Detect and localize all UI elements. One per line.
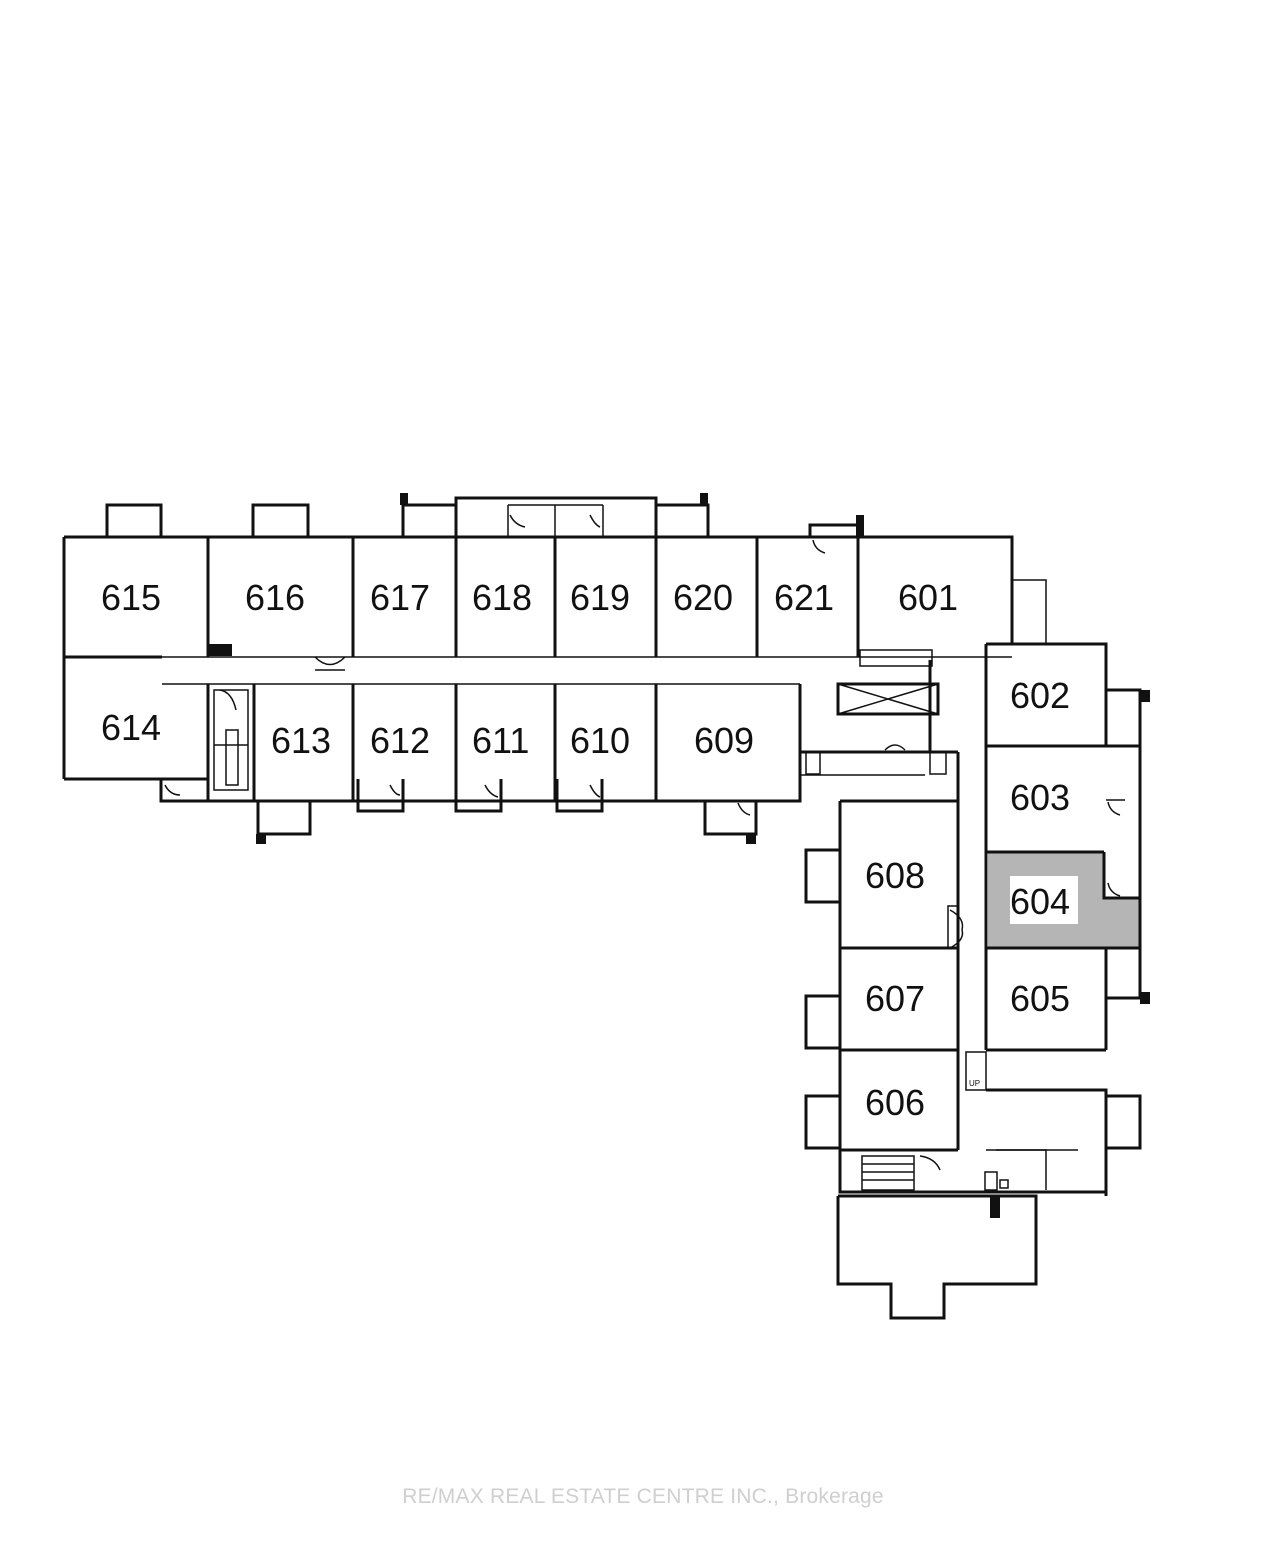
unit-619-label: 619: [570, 577, 630, 618]
unit-615-label: 615: [101, 577, 161, 618]
unit-614-label: 614: [101, 707, 161, 748]
unit-611-label: 611: [472, 720, 529, 761]
corridor-details: [164, 514, 826, 816]
east-wing-walls: [804, 579, 1150, 1320]
unit-612-label: 612: [370, 720, 430, 761]
unit-620-label: 620: [673, 577, 733, 618]
unit-605-label: 605: [1010, 978, 1070, 1019]
unit-602-label: 602: [1010, 675, 1070, 716]
unit-608-label: 608: [865, 855, 925, 896]
unit-603-label: 603: [1010, 777, 1070, 818]
watermark: RE/MAX REAL ESTATE CENTRE INC., Brokerag…: [386, 1484, 900, 1510]
unit-labels: 615 616 617 618 619 620 621 601 614 613 …: [101, 577, 1070, 1123]
unit-601-label: 601: [898, 577, 958, 618]
service-core: [800, 649, 958, 776]
unit-609-label: 609: [694, 720, 754, 761]
unit-621-label: 621: [774, 577, 834, 618]
stair-up-label: UP: [969, 1079, 980, 1088]
unit-607-label: 607: [865, 978, 925, 1019]
unit-604-label-box: [1010, 876, 1078, 924]
balconies-north: [105, 493, 864, 537]
unit-618-label: 618: [472, 577, 532, 618]
unit-613-label: 613: [271, 720, 331, 761]
balconies-south: [159, 779, 758, 844]
unit-617-label: 617: [370, 577, 430, 618]
west-wing-walls: [62, 535, 1014, 803]
unit-604-label: 604: [1010, 881, 1070, 922]
unit-616-label: 616: [245, 577, 305, 618]
unit-606-label: 606: [865, 1082, 925, 1123]
unit-610-label: 610: [570, 720, 630, 761]
